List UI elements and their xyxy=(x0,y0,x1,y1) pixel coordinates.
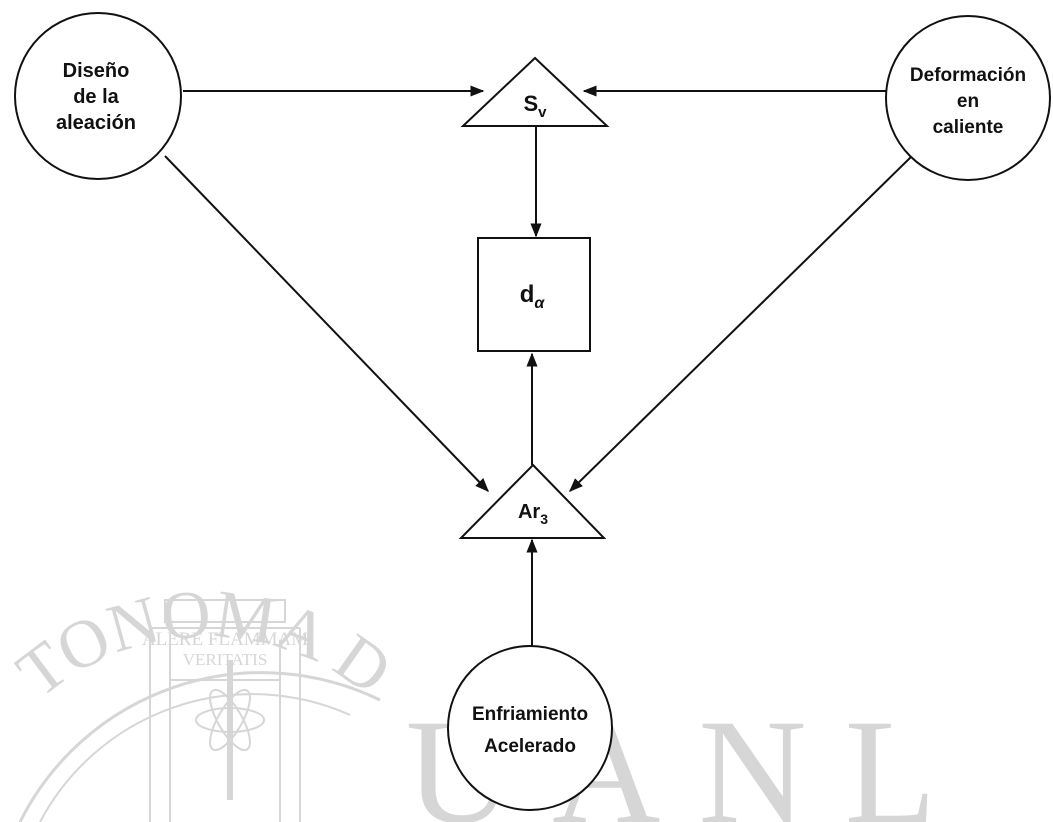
arrow-hot-deformation-to-ar3 xyxy=(568,155,913,492)
alloy-design-label-line3: aleación xyxy=(56,112,136,134)
sv-label-main: S xyxy=(523,91,538,116)
accelerated-cooling-label-line1: Enfriamiento xyxy=(472,704,588,725)
watermark-building xyxy=(149,599,301,822)
node-d-alpha: dα xyxy=(477,237,591,352)
node-alloy-design: Diseño de la aleación xyxy=(14,12,182,180)
sv-label: Sv xyxy=(523,91,547,121)
node-hot-deformation: Deformación en caliente xyxy=(885,15,1051,181)
node-ar3: Ar3 xyxy=(458,463,607,539)
ar3-label-main: Ar xyxy=(518,501,540,523)
alloy-design-label-line1: Diseño xyxy=(63,60,130,82)
accelerated-cooling-label-line2: Acelerado xyxy=(484,736,576,757)
ar3-label-sub: 3 xyxy=(540,511,548,527)
arrow-alloy-design-to-ar3 xyxy=(164,155,489,493)
node-accelerated-cooling: Enfriamiento Acelerado xyxy=(447,645,613,811)
watermark-motto-line2: VERITATIS xyxy=(183,650,268,669)
hot-deformation-label-line3: caliente xyxy=(933,117,1004,138)
d-alpha-label-sub: α xyxy=(534,295,545,312)
ar3-label: Ar3 xyxy=(518,501,548,527)
watermark-motto-line1: ALERE FLAMMAM xyxy=(142,629,308,650)
alloy-design-label-line2: de la xyxy=(73,86,119,108)
node-sv: Sv xyxy=(460,56,610,127)
d-alpha-label-main: d xyxy=(520,281,535,308)
d-alpha-label: dα xyxy=(520,281,546,312)
sv-label-sub: v xyxy=(538,104,547,121)
hot-deformation-label-line1: Deformación xyxy=(910,65,1026,86)
hot-deformation-label-line2: en xyxy=(957,91,979,112)
connectors xyxy=(164,85,913,652)
